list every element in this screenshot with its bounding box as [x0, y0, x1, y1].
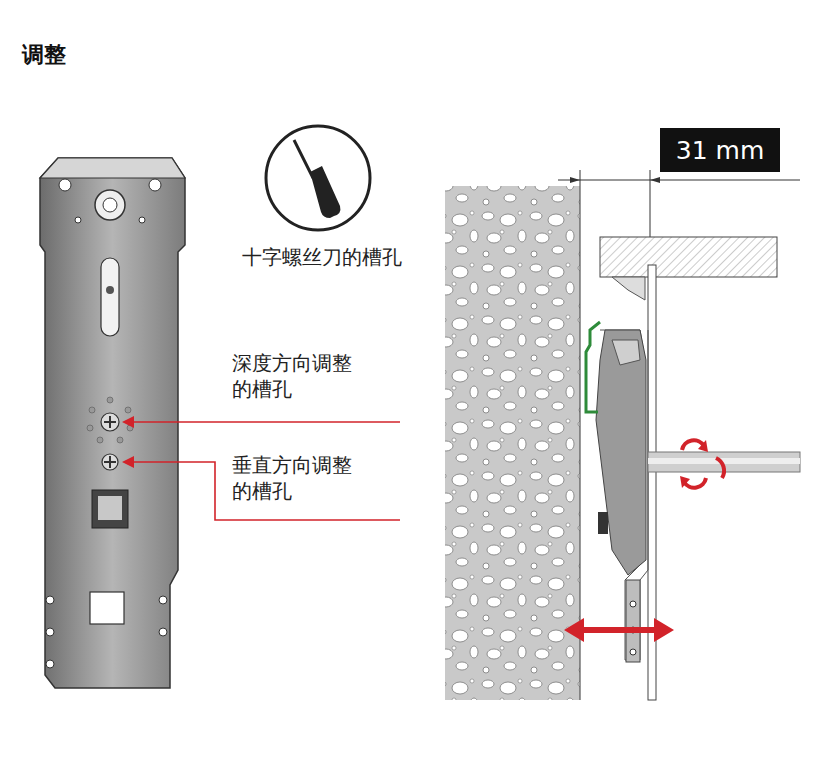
dimension-value: 31 mm: [676, 136, 764, 165]
callout-label: 十字螺丝刀的槽孔: [222, 244, 422, 270]
dimension-box: 31 mm: [660, 128, 780, 172]
callout-label: 深度方向调整 的槽孔: [232, 350, 364, 402]
title: 调整: [22, 40, 66, 70]
callout-label: 垂直方向调整 的槽孔: [232, 452, 364, 504]
